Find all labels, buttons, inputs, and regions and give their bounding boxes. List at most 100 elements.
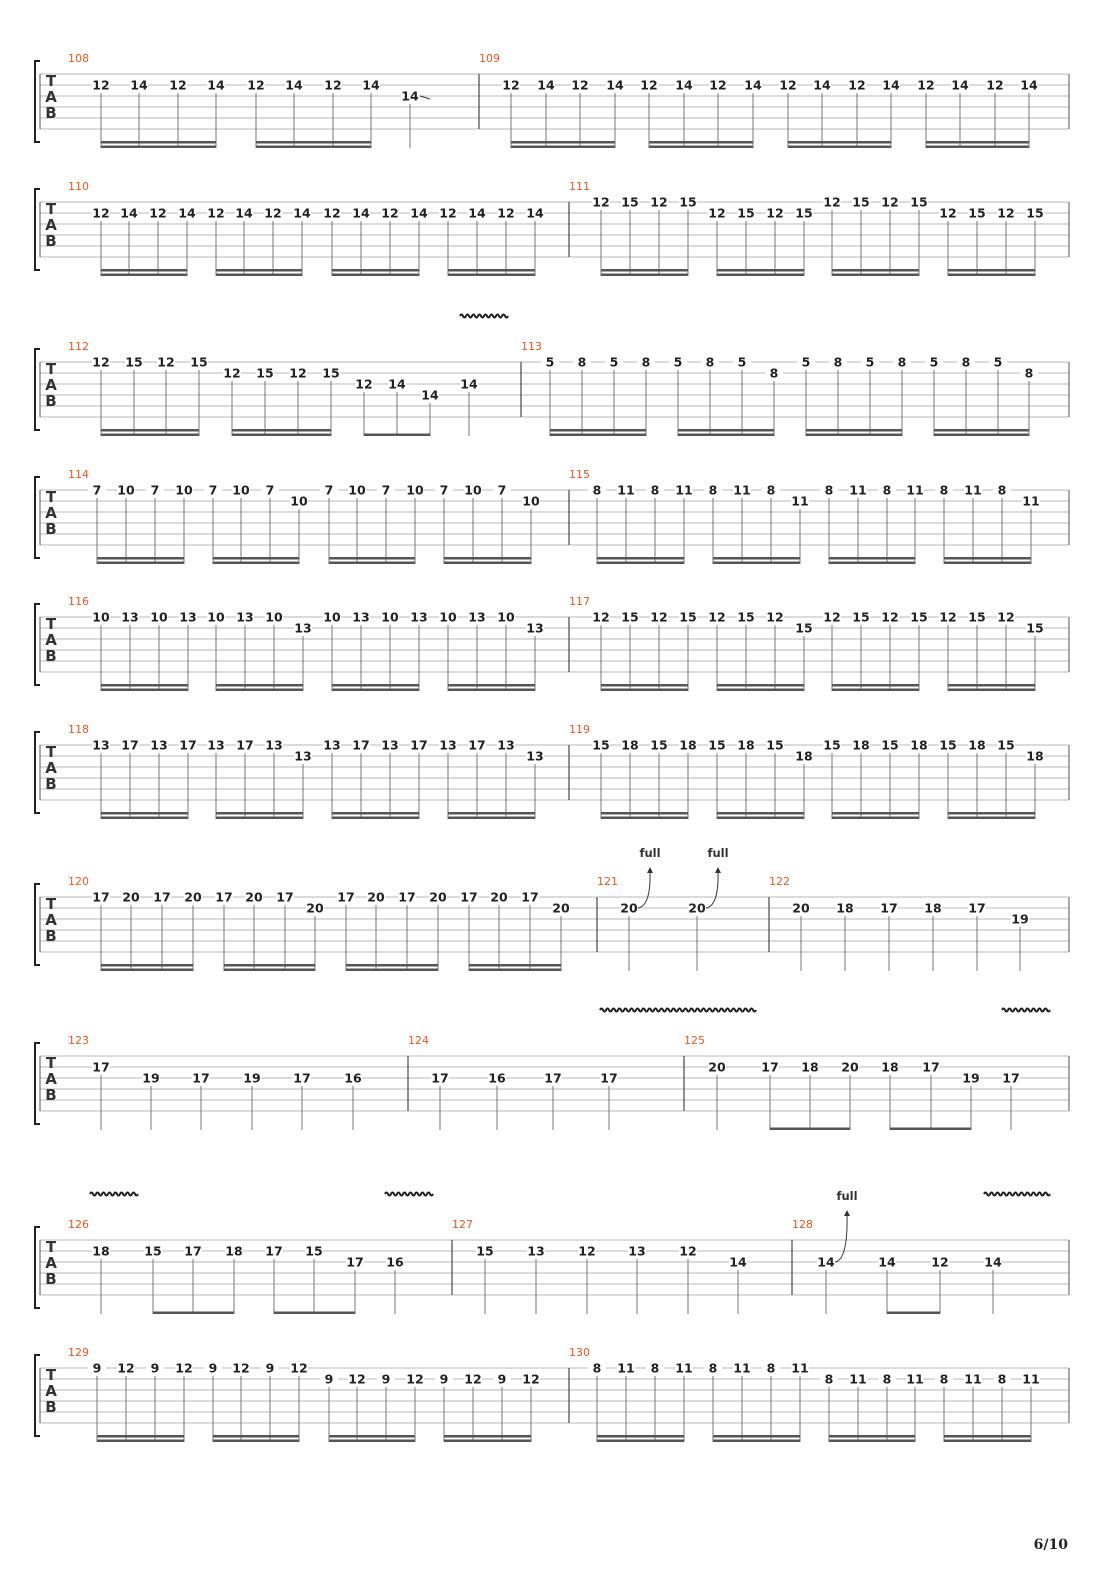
fret-background <box>204 1362 222 1374</box>
fret-background <box>488 1072 506 1084</box>
fret-background <box>232 484 250 496</box>
fret-number: 18 <box>852 738 869 753</box>
fret-background <box>305 1245 323 1257</box>
fret-background <box>621 611 639 623</box>
fret-number: 9 <box>440 1372 449 1387</box>
beam <box>832 816 919 819</box>
fret-background <box>986 79 1004 91</box>
fret-background <box>522 495 540 507</box>
fret-background <box>150 739 168 751</box>
fret-background <box>795 622 813 634</box>
beam <box>550 429 646 432</box>
fret-background <box>1011 913 1029 925</box>
fret-background <box>320 484 338 496</box>
fret-number: 15 <box>968 610 985 625</box>
fret-number: 12 <box>355 377 372 392</box>
fret-number: 14 <box>951 78 969 93</box>
fret-number: 20 <box>792 901 810 916</box>
measure-number: 113 <box>521 340 542 353</box>
beam <box>829 1439 915 1442</box>
fret-number: 14 <box>675 78 693 93</box>
fret-number: 14 <box>468 206 486 221</box>
fret-background <box>733 484 751 496</box>
fret-background <box>552 902 570 914</box>
fret-number: 8 <box>825 483 834 498</box>
fret-number: 10 <box>265 610 283 625</box>
fret-number: 12 <box>323 206 340 221</box>
beam <box>364 433 430 436</box>
fret-number: 13 <box>236 610 253 625</box>
fret-background <box>637 356 655 368</box>
fret-background <box>521 891 539 903</box>
bend-label: full <box>707 846 728 860</box>
fret-background <box>192 1072 210 1084</box>
fret-background <box>294 622 312 634</box>
fret-number: 17 <box>276 890 293 905</box>
tab-clef-letter: T <box>46 615 57 633</box>
fret-number: 9 <box>151 1361 160 1376</box>
fret-number: 17 <box>922 1060 939 1075</box>
fret-background <box>849 1373 867 1385</box>
fret-number: 5 <box>738 355 747 370</box>
tab-clef-letter: A <box>45 88 57 106</box>
fret-background <box>968 611 986 623</box>
beam <box>329 561 415 564</box>
fret-number: 5 <box>930 355 939 370</box>
fret-background <box>878 1373 896 1385</box>
fret-background <box>650 196 668 208</box>
fret-background <box>813 79 831 91</box>
fret-number: 12 <box>464 1372 481 1387</box>
fret-background <box>232 1362 250 1374</box>
fret-number: 8 <box>962 355 971 370</box>
measure-number: 122 <box>769 875 790 888</box>
fret-background <box>592 611 610 623</box>
fret-number: 17 <box>192 1071 209 1086</box>
fret-number: 14 <box>813 78 831 93</box>
fret-background <box>153 891 171 903</box>
fret-background <box>410 739 428 751</box>
fret-background <box>522 1373 540 1385</box>
fret-number: 12 <box>264 206 281 221</box>
measure-number: 129 <box>68 1346 89 1359</box>
beam <box>224 964 315 967</box>
tab-clef-letter: T <box>46 360 57 378</box>
fret-background <box>939 611 957 623</box>
fret-number: 16 <box>344 1071 362 1086</box>
beam <box>601 812 688 815</box>
tab-clef-letter: B <box>45 1086 56 1104</box>
fret-number: 15 <box>144 1244 161 1259</box>
fret-background <box>820 1373 838 1385</box>
fret-number: 18 <box>679 738 696 753</box>
fret-background <box>125 356 143 368</box>
fret-number: 10 <box>232 483 250 498</box>
fret-number: 10 <box>497 610 515 625</box>
beam <box>256 141 371 144</box>
fret-background <box>179 739 197 751</box>
tab-clef-letter: A <box>45 376 57 394</box>
fret-background <box>377 484 395 496</box>
fret-number: 8 <box>883 1372 892 1387</box>
fret-background <box>150 611 168 623</box>
fret-number: 11 <box>675 483 692 498</box>
beam <box>444 561 531 564</box>
fret-number: 12 <box>381 206 398 221</box>
fret-background <box>493 484 511 496</box>
fret-background <box>289 367 307 379</box>
fret-number: 14 <box>235 206 253 221</box>
fret-number: 12 <box>571 78 588 93</box>
fret-number: 12 <box>650 195 667 210</box>
fret-background <box>993 1373 1011 1385</box>
fret-background <box>146 1362 164 1374</box>
fret-number: 15 <box>476 1244 493 1259</box>
beam <box>832 812 919 815</box>
fret-number: 15 <box>766 738 783 753</box>
beam <box>717 688 804 691</box>
fret-background <box>640 79 658 91</box>
fret-number: 15 <box>1026 621 1043 636</box>
tab-clef-letter: A <box>45 1382 57 1400</box>
tab-clef-letter: B <box>45 927 56 945</box>
tab-clef-letter: A <box>45 1070 57 1088</box>
fret-background <box>679 611 697 623</box>
fret-background <box>1026 750 1044 762</box>
